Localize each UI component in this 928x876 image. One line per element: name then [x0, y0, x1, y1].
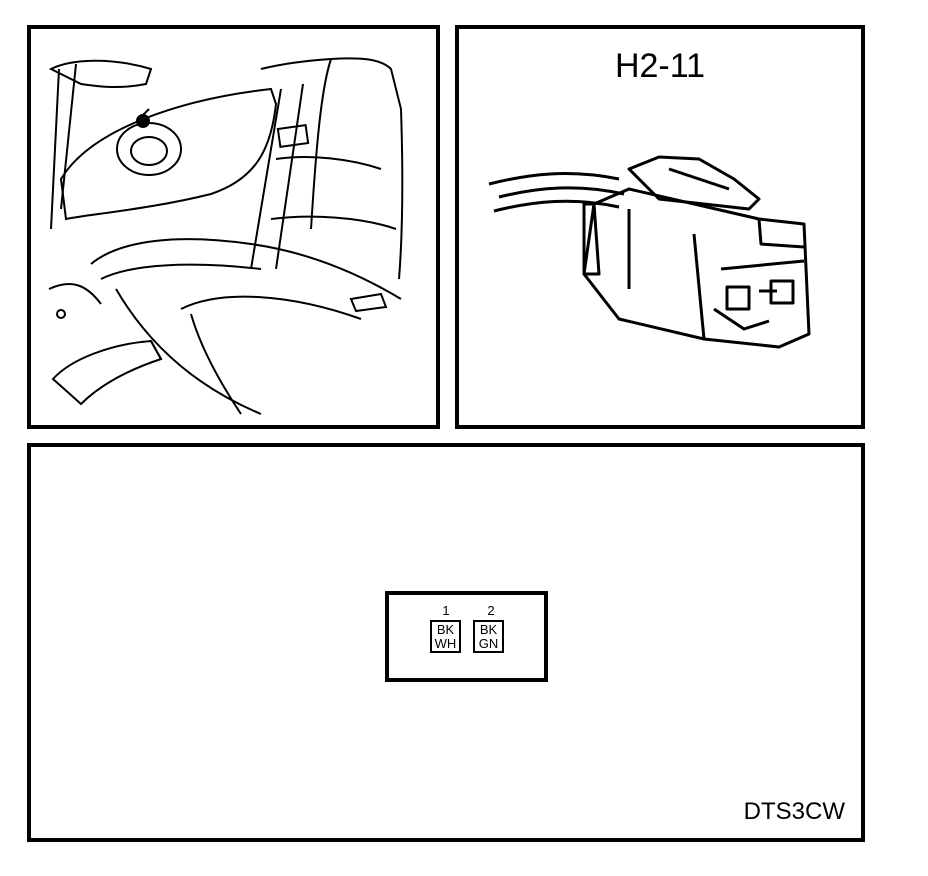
- connector-id-label: H2-11: [614, 47, 706, 85]
- rear-seat-illustration: [48, 57, 404, 415]
- connector-illustration-panel: H2-11: [455, 25, 865, 429]
- pin-2-wire-color-2: GN: [478, 636, 499, 651]
- location-illustration-panel: [27, 25, 440, 429]
- connector-housing-drawing: [488, 155, 811, 349]
- document-code: DTS3CW: [743, 798, 845, 825]
- pin-1-wire-color-2: WH: [434, 636, 457, 651]
- pin-2-wire-color-1: BK: [479, 622, 498, 637]
- pin-2-cavity: BK GN: [473, 620, 504, 653]
- pin-2-number: 2: [487, 603, 495, 618]
- pin-1-wire-color-1: BK: [436, 622, 455, 637]
- connector-face-view: 1 2 BK WH BK GN: [385, 591, 548, 682]
- pin-1-number: 1: [442, 603, 450, 618]
- pinout-panel: 1 2 BK WH BK GN DTS3CW: [27, 443, 865, 842]
- pin-1-cavity: BK WH: [430, 620, 461, 653]
